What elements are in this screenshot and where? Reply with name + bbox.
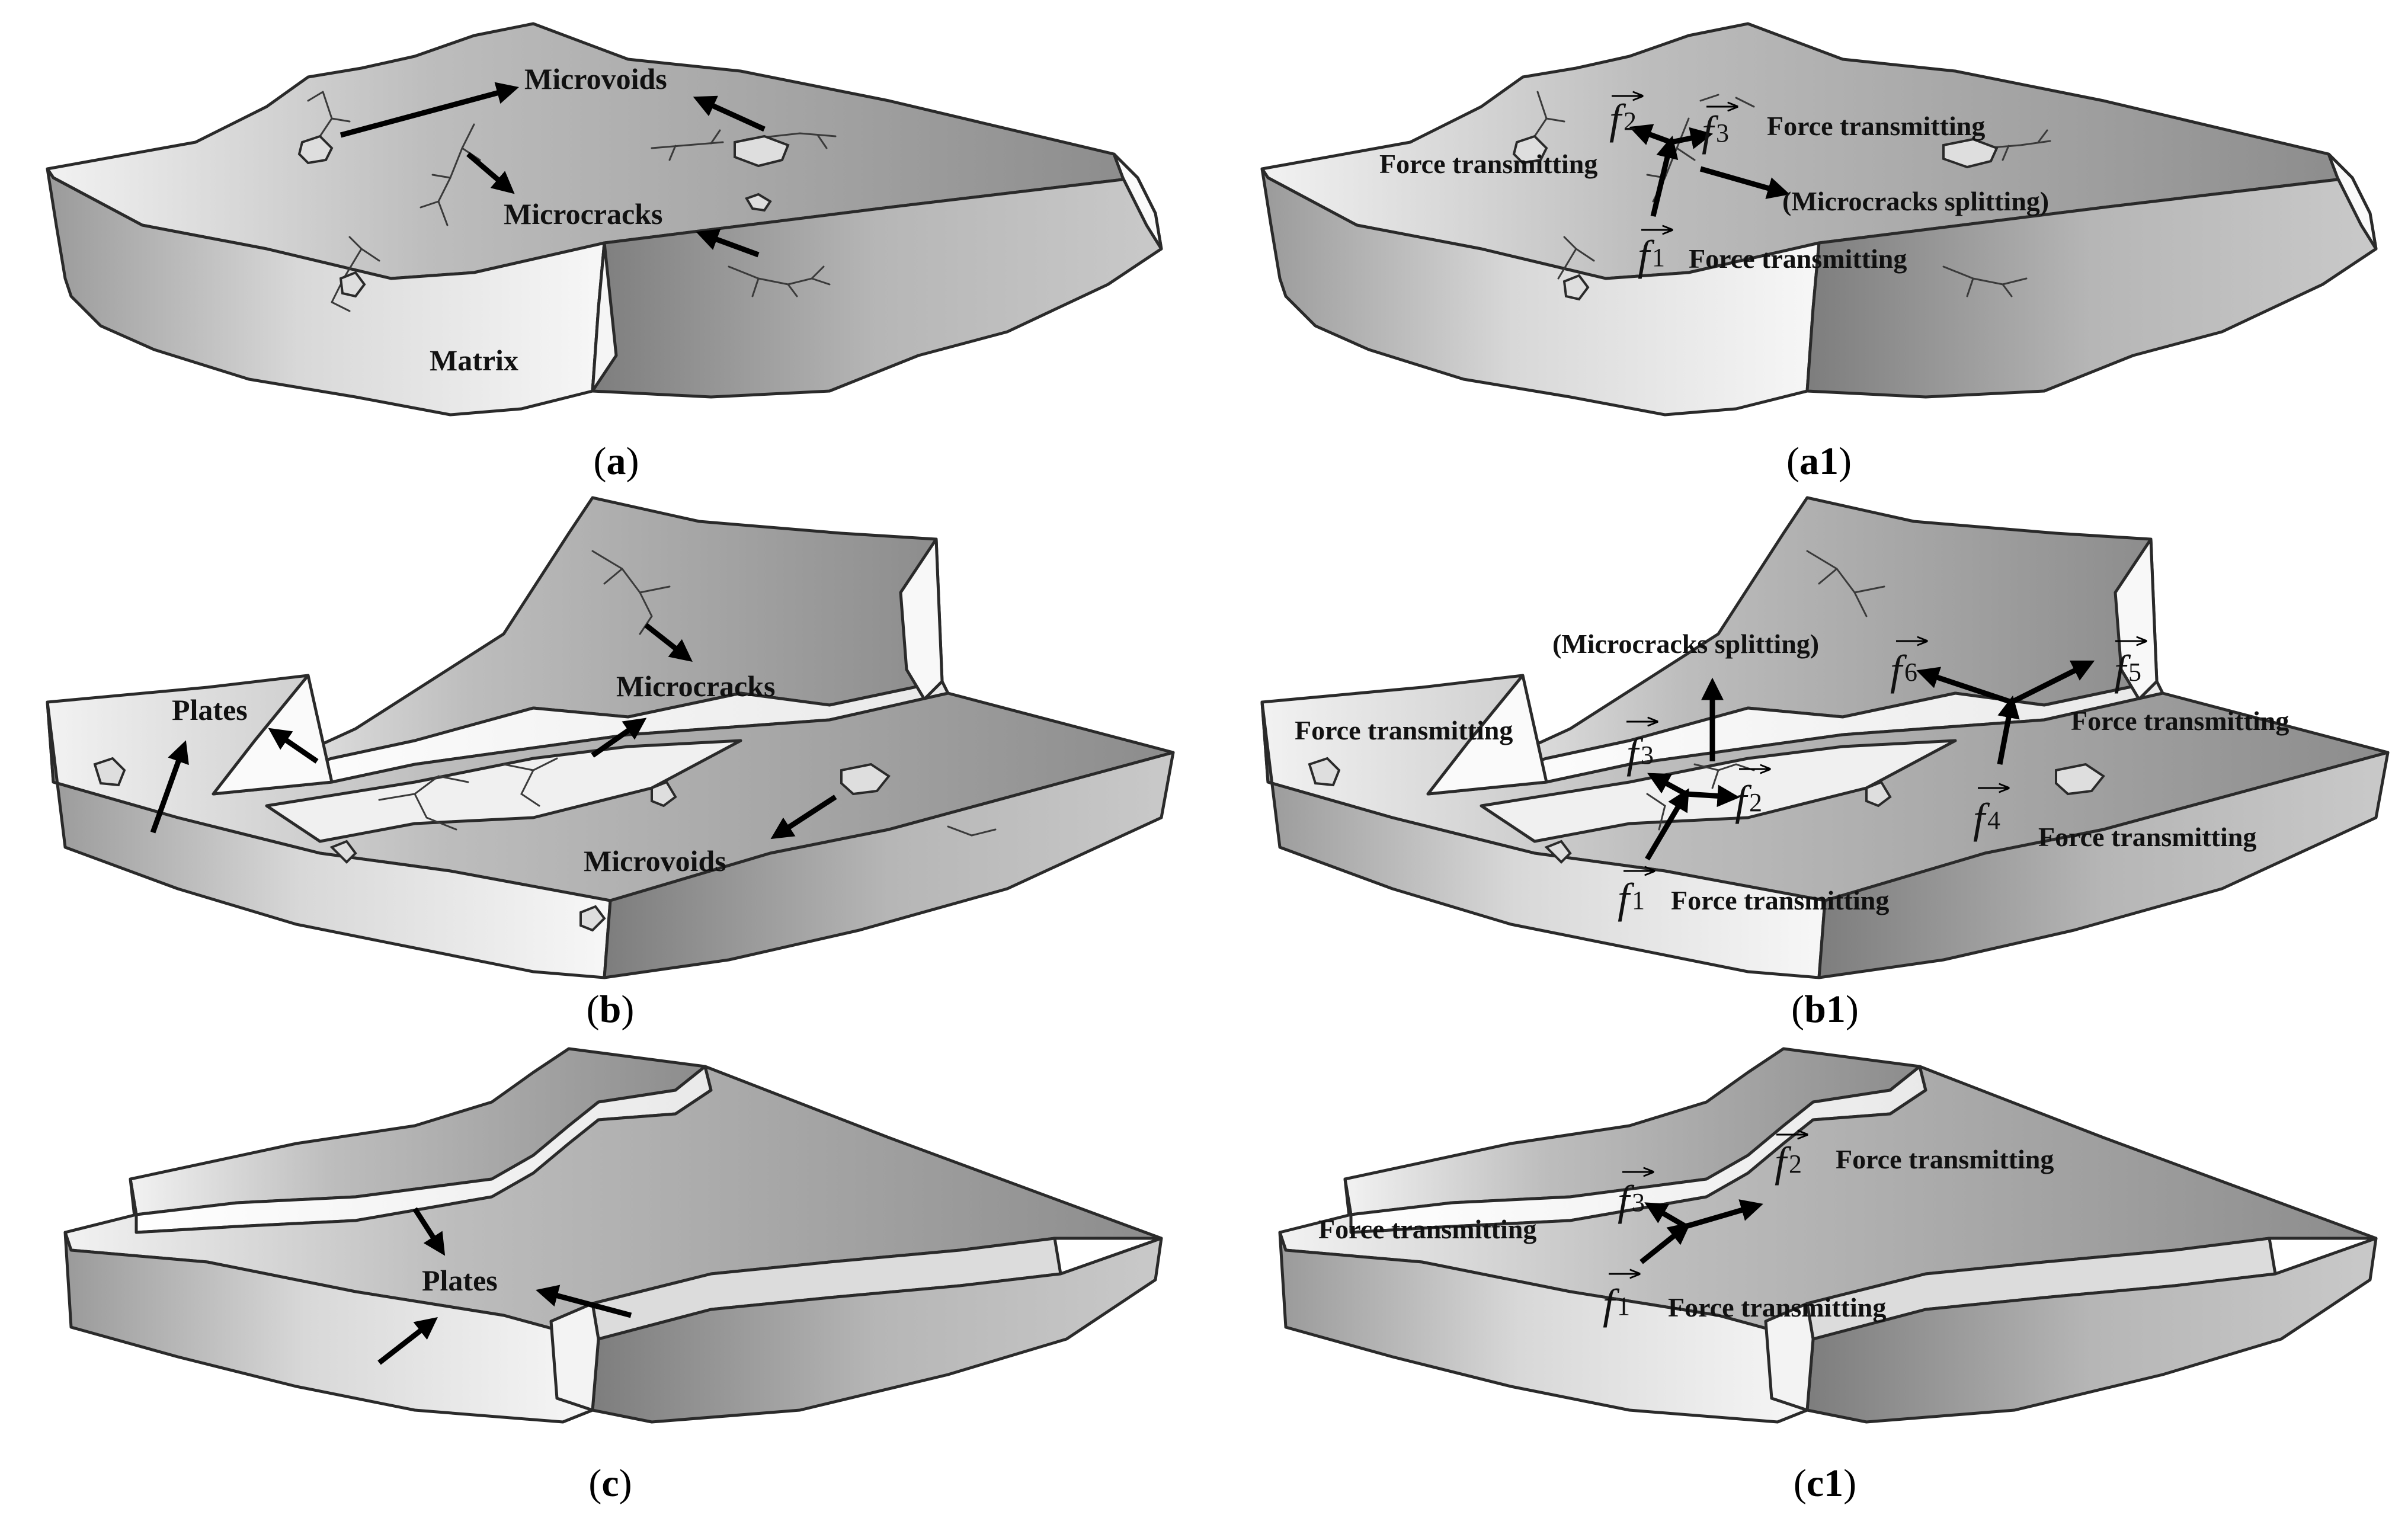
vector-f6-arrow <box>1916 667 2013 705</box>
panel-a-slab <box>46 22 1163 417</box>
panel-c1-vectors <box>1640 1199 1763 1264</box>
arrow-plates-right <box>268 728 319 764</box>
panel-b-slab <box>46 496 1175 979</box>
vector-f2-arrow <box>1629 124 1672 145</box>
label-force-transmitting-bottom: Force transmitting <box>1668 1292 1886 1322</box>
panel-b1: f1 f2 f3 f4 f5 f6 (Microcracks splitting… <box>1260 496 2390 1031</box>
label-force-transmitting-right-top: Force transmitting <box>2071 706 2289 736</box>
arrow-to-microvoids-right <box>693 95 766 132</box>
vector-f5-arrow <box>2010 660 2095 705</box>
panel-a1: f2 f3 f1 Force transmitting Force transm… <box>1260 22 2378 483</box>
arrow-microcracks-down <box>644 623 693 662</box>
vector-f1-arrow <box>1645 788 1689 861</box>
caption-a: (a) <box>594 440 639 483</box>
label-plates: Plates <box>422 1264 498 1297</box>
label-microcracks: Microcracks <box>616 670 775 703</box>
panel-b1-slab <box>1260 496 2390 979</box>
label-force-transmitting-left: Force transmitting <box>1295 715 1513 745</box>
caption-c: (c) <box>588 1462 632 1505</box>
splitting-arrow <box>1699 166 1790 199</box>
label-force-transmitting-right: Force transmitting <box>1767 111 1985 141</box>
arrow-microvoids <box>770 795 837 840</box>
label-force-transmitting-left: Force transmitting <box>1318 1214 1536 1244</box>
panel-a1-slab <box>1260 22 2378 417</box>
label-force-transmitting-left: Force transmitting <box>1379 149 1597 179</box>
caption-b1: (b1) <box>1791 988 1859 1031</box>
label-force-transmitting-right: Force transmitting <box>1836 1144 2054 1174</box>
label-microvoids: Microvoids <box>524 62 667 95</box>
arrow-plates-bottom <box>377 1317 438 1365</box>
label-force-transmitting-right-bottom: Force transmitting <box>2038 822 2256 852</box>
arrow-to-microvoids <box>340 82 519 138</box>
vector-f3-arrow <box>1644 1202 1687 1229</box>
panel-a1-voids <box>1512 134 1999 301</box>
caption-c1: (c1) <box>1794 1462 1856 1505</box>
label-force-transmitting-bottom: Force transmitting <box>1671 885 1889 915</box>
label-matrix: Matrix <box>430 344 518 377</box>
arrow-plates-left <box>150 740 189 834</box>
vector-f3-arrow <box>1670 127 1714 149</box>
vector-f4-arrow <box>1997 695 2020 765</box>
panel-a: Microvoids Microcracks Matrix (a) <box>46 22 1163 483</box>
label-microcracks: Microcracks <box>504 197 662 230</box>
panel-c-slab <box>63 1047 1163 1424</box>
panel-b-arrows <box>150 623 837 840</box>
panel-a-arrows <box>340 82 766 258</box>
arrow-microcracks-up <box>591 718 647 758</box>
label-plates: Plates <box>172 693 248 726</box>
panel-b-cracks <box>378 550 997 837</box>
caption-b: (b) <box>587 988 635 1031</box>
arrow-plates-top <box>412 1207 446 1256</box>
vector-f2-arrow <box>1685 784 1740 808</box>
vector-f1-arrow <box>1650 135 1679 217</box>
label-microvoids: Microvoids <box>584 844 726 877</box>
panel-b1-voids <box>1308 757 2105 864</box>
caption-a1: (a1) <box>1786 440 1852 483</box>
label-microcracks-splitting: (Microcracks splitting) <box>1552 629 1819 659</box>
panel-b-voids <box>93 757 891 932</box>
panel-a1-vectors <box>1629 124 1790 217</box>
panel-c1-slab <box>1278 1047 2378 1424</box>
label-force-transmitting-bottom: Force transmitting <box>1689 244 1907 274</box>
arrow-plates-right <box>536 1285 632 1318</box>
vector-f3-arrow <box>1647 773 1687 796</box>
panel-a-cracks <box>307 91 837 312</box>
panel-b1-cracks <box>1646 550 1885 831</box>
panel-c-arrows <box>377 1207 632 1365</box>
vector-f1-arrow <box>1640 1222 1691 1264</box>
label-microcracks-splitting: (Microcracks splitting) <box>1782 186 2049 216</box>
arrow-to-microcracks <box>466 152 515 194</box>
panel-a-voids <box>297 134 790 298</box>
panel-b: Plates Microcracks Microvoids (b) <box>46 496 1175 1031</box>
panel-b1-vectors <box>1645 660 2095 861</box>
panel-c1: f1 f2 f3 Force transmitting Force transm… <box>1278 1047 2378 1505</box>
arrow-to-microcracks-right <box>696 229 760 258</box>
panel-a1-cracks <box>1533 91 2051 297</box>
panel-c: Plates (c) <box>63 1047 1163 1505</box>
vector-f2-arrow <box>1685 1199 1763 1229</box>
